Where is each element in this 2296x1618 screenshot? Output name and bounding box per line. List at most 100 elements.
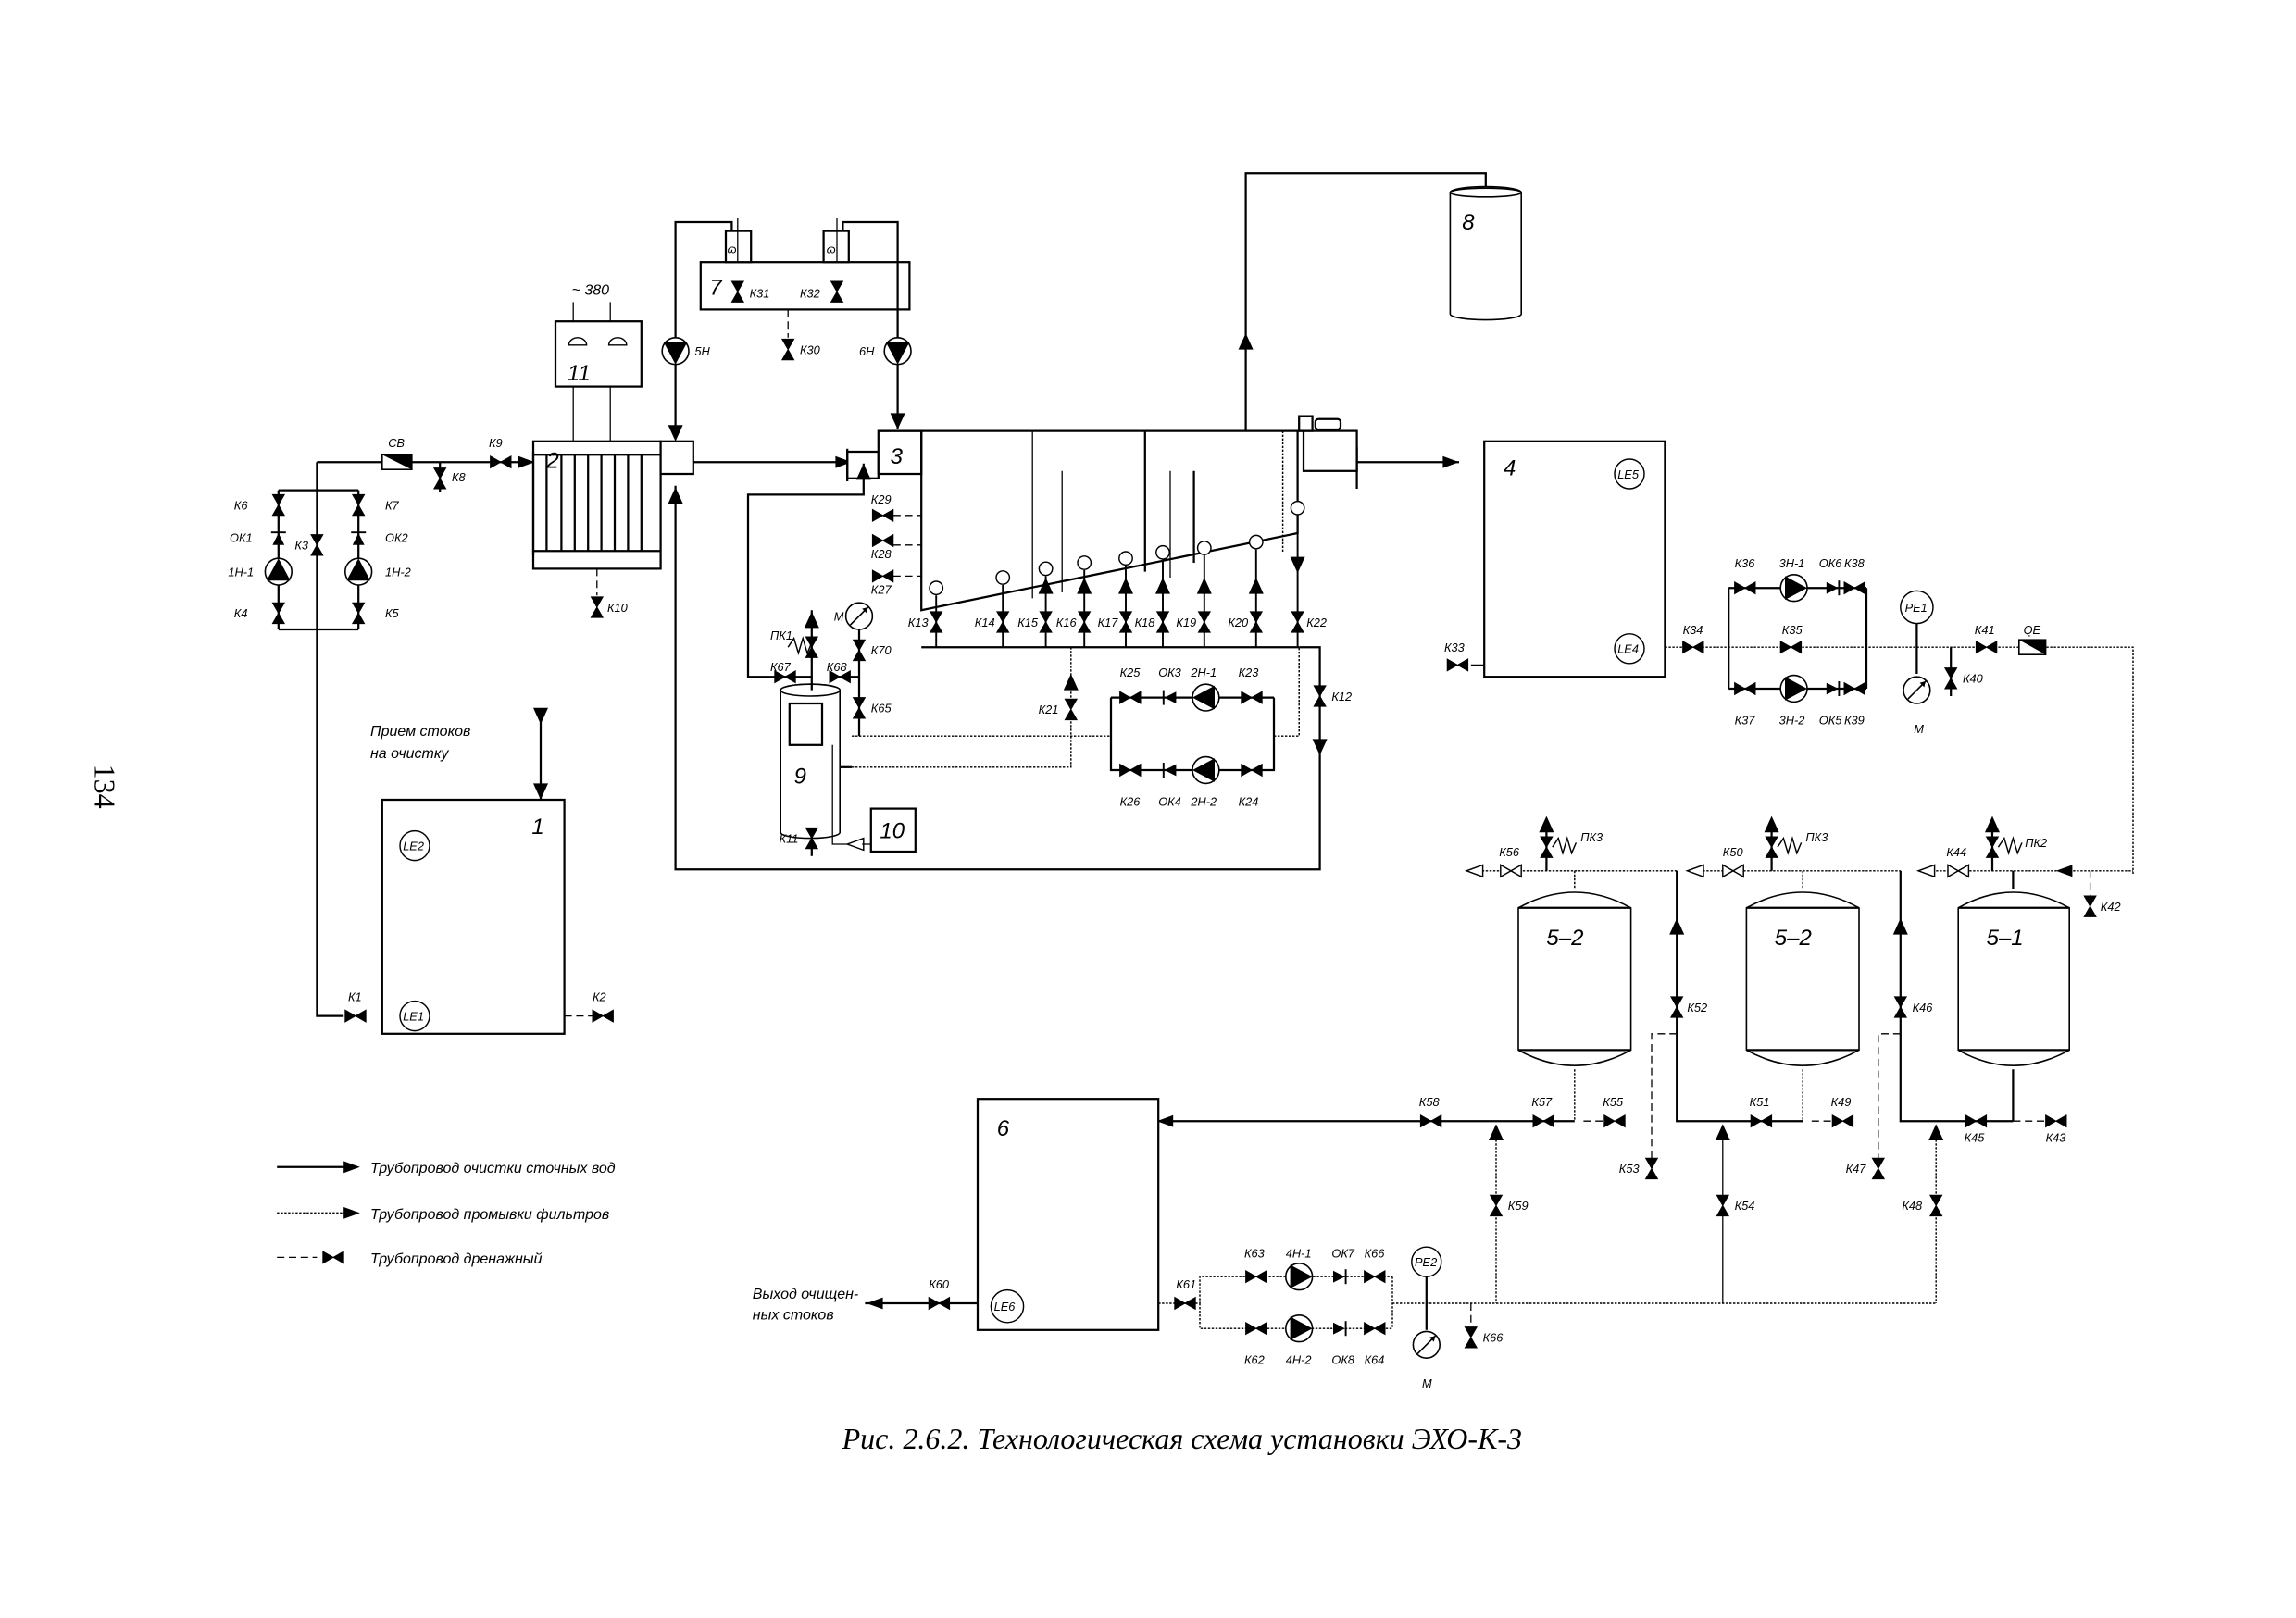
valve-k18[interactable]	[1156, 611, 1169, 633]
valve-k26[interactable]	[1119, 764, 1142, 777]
valve-k50[interactable]	[1722, 864, 1744, 877]
pump-1h-2[interactable]	[343, 557, 373, 586]
flotator-3: 3 К29 К28 К27	[846, 172, 1487, 612]
spring-pk3a	[1552, 837, 1578, 854]
valve-k6[interactable]	[271, 493, 285, 517]
valve-k61[interactable]	[1174, 1297, 1196, 1310]
valve-k23[interactable]	[1241, 691, 1263, 704]
tank-9-number: 9	[794, 764, 806, 789]
valve-k52[interactable]	[1670, 996, 1684, 1018]
label-k61: К61	[1176, 1277, 1196, 1291]
valve-k37[interactable]	[1734, 682, 1756, 695]
valve-k39[interactable]	[1843, 682, 1866, 695]
label-k66-top: К66	[1365, 1246, 1386, 1260]
valve-k54[interactable]	[1716, 1194, 1729, 1217]
relief-valve-pk1[interactable]	[805, 636, 818, 658]
valve-k49[interactable]	[1831, 1114, 1854, 1128]
valve-k15[interactable]	[1039, 611, 1053, 633]
valve-k45[interactable]	[1965, 1114, 1988, 1128]
valve-k66[interactable]	[1364, 1270, 1386, 1284]
valve-k35[interactable]	[1779, 641, 1803, 654]
valve-k59[interactable]	[1490, 1194, 1503, 1217]
pump-5h[interactable]	[661, 336, 690, 366]
float-k18	[1155, 544, 1170, 560]
pump-3h-1[interactable]	[1779, 573, 1808, 603]
valve-k46[interactable]	[1893, 996, 1907, 1018]
valve-k60[interactable]	[928, 1297, 951, 1310]
valve-k27[interactable]	[871, 569, 894, 583]
valve-k48[interactable]	[1929, 1194, 1943, 1217]
valve-k42[interactable]	[2083, 895, 2097, 917]
valve-k13[interactable]	[930, 611, 943, 633]
valve-k70[interactable]	[853, 639, 866, 662]
pump-4h-1[interactable]	[1285, 1263, 1314, 1291]
valve-k41[interactable]	[1975, 641, 1998, 654]
valve-k29[interactable]	[871, 508, 894, 522]
valve-k63[interactable]	[1245, 1270, 1267, 1284]
arrow-return	[668, 487, 683, 504]
valve-k4[interactable]	[271, 602, 285, 625]
valve-k21[interactable]	[1064, 698, 1078, 721]
label-k60: К60	[929, 1277, 950, 1291]
label-k20: К20	[1228, 616, 1249, 629]
legend-flush-label: Трубопровод промывки фильтров	[370, 1207, 609, 1223]
valve-k12[interactable]	[1313, 685, 1327, 707]
float-k15	[1038, 561, 1054, 577]
label-ok4: ОК4	[1158, 794, 1181, 808]
pump-6h[interactable]	[883, 336, 912, 366]
valve-k20[interactable]	[1249, 611, 1263, 633]
valve-k22[interactable]	[1291, 611, 1304, 633]
valve-k17[interactable]	[1119, 611, 1132, 633]
valve-k38[interactable]	[1843, 581, 1866, 595]
valve-k30[interactable]	[781, 338, 795, 361]
valve-k19[interactable]	[1197, 611, 1211, 633]
valve-k55[interactable]	[1603, 1114, 1626, 1128]
valve-k5[interactable]	[352, 602, 366, 625]
valve-k44[interactable]	[1947, 864, 1970, 877]
legend-arrow-flush	[343, 1207, 360, 1219]
relief-valve-pk2[interactable]	[1986, 836, 1999, 858]
gauge-m1	[844, 602, 874, 630]
valve-k34[interactable]	[1682, 641, 1704, 654]
valve-k36[interactable]	[1734, 581, 1756, 595]
valve-k1[interactable]	[344, 1009, 367, 1023]
valve-k9[interactable]	[490, 455, 512, 469]
valve-k16[interactable]	[1078, 611, 1092, 633]
pump-1h-1[interactable]	[264, 557, 293, 586]
pump-3h-2[interactable]	[1779, 674, 1808, 703]
valve-k25[interactable]	[1119, 691, 1142, 704]
valve-k56[interactable]	[1500, 864, 1522, 877]
pump-2h-2[interactable]	[1192, 755, 1220, 785]
pump-4h-2[interactable]	[1285, 1314, 1314, 1343]
valve-k62[interactable]	[1245, 1322, 1267, 1336]
valve-k51[interactable]	[1750, 1114, 1773, 1128]
electrocoagulator-2: 2 К10	[531, 440, 694, 618]
relief-arrow-2	[1764, 815, 1779, 833]
valve-k65-drain[interactable]	[1464, 1326, 1478, 1349]
check-valve-ok4	[1162, 762, 1178, 778]
float-k17	[1118, 551, 1133, 566]
valve-k65[interactable]	[853, 697, 866, 719]
valve-k24[interactable]	[1241, 764, 1263, 777]
valve-k47[interactable]	[1871, 1157, 1885, 1180]
valve-k8[interactable]	[433, 467, 447, 490]
valve-k57[interactable]	[1532, 1114, 1554, 1128]
valve-k58[interactable]	[1419, 1114, 1442, 1128]
valve-k53[interactable]	[1645, 1157, 1658, 1180]
pump-2h-1[interactable]	[1192, 683, 1220, 712]
relief-valve-pk3b[interactable]	[1765, 836, 1778, 858]
valve-k3[interactable]	[310, 534, 324, 556]
valve-k2[interactable]	[592, 1009, 614, 1023]
arrow-riser-2	[1892, 918, 1908, 935]
valve-k33[interactable]	[1446, 658, 1469, 672]
valve-k43[interactable]	[2045, 1114, 2067, 1128]
valve-k28[interactable]	[871, 534, 894, 547]
valve-k7[interactable]	[352, 493, 366, 517]
receiving-tank-1: 1 LE2 LE1 К1 К2 Прием стоков на очистку	[344, 707, 614, 1035]
valve-k64[interactable]	[1364, 1322, 1386, 1336]
valve-k14[interactable]	[996, 611, 1010, 633]
valve-k10[interactable]	[590, 596, 604, 618]
relief-valve-pk3a[interactable]	[1540, 836, 1554, 858]
valve-k40[interactable]	[1944, 667, 1958, 690]
arrow-k17	[1118, 578, 1133, 594]
